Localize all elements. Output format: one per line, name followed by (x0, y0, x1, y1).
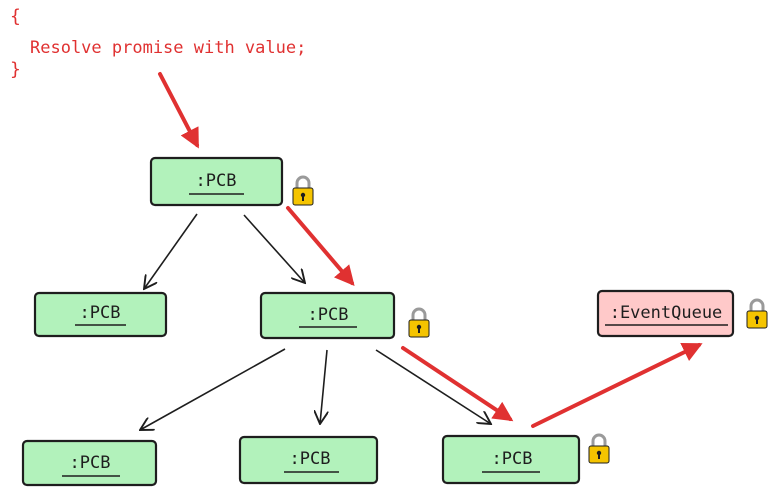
close-brace: } (10, 59, 21, 80)
pcb-node-mid: :PCB (259, 291, 396, 340)
edge-root-to-mid (243, 214, 305, 283)
lock-icon (588, 433, 610, 464)
black-edges (140, 213, 491, 430)
node-label: :PCB (80, 303, 121, 323)
red-arrow-to-event-queue (531, 343, 703, 428)
red-arrow-mid-to-bottom-right (401, 346, 514, 422)
pcb-node-bottom-right: :PCB (441, 434, 581, 485)
event-queue-node: :EventQueue (596, 289, 735, 338)
edge-mid-to-bottom-right (375, 349, 491, 424)
node-label: :PCB (308, 305, 349, 325)
pcb-node-bottom-mid: :PCB (238, 435, 379, 485)
node-label: :PCB (70, 453, 111, 473)
node-label: :PCB (492, 449, 533, 469)
node-label: :EventQueue (610, 303, 723, 323)
pcb-node-root: :PCB (149, 156, 284, 207)
node-label: :PCB (290, 449, 331, 469)
edge-root-to-left (144, 213, 198, 289)
code-annotation: { Resolve promise with value; } (10, 6, 306, 80)
lock-icon (746, 298, 768, 329)
red-arrow-code-to-root (158, 72, 199, 149)
open-brace: { (10, 6, 21, 27)
red-arrow-root-to-mid (286, 206, 355, 287)
edge-mid-to-bottom-left (140, 348, 286, 430)
node-label: :PCB (196, 171, 237, 191)
lock-icon (292, 175, 314, 206)
pcb-node-left: :PCB (33, 291, 168, 338)
pcb-node-bottom-left: :PCB (21, 439, 158, 487)
edge-mid-to-bottom-mid (320, 349, 327, 424)
red-flow (158, 72, 703, 428)
code-statement: Resolve promise with value; (30, 38, 306, 58)
lock-icon (408, 307, 430, 338)
